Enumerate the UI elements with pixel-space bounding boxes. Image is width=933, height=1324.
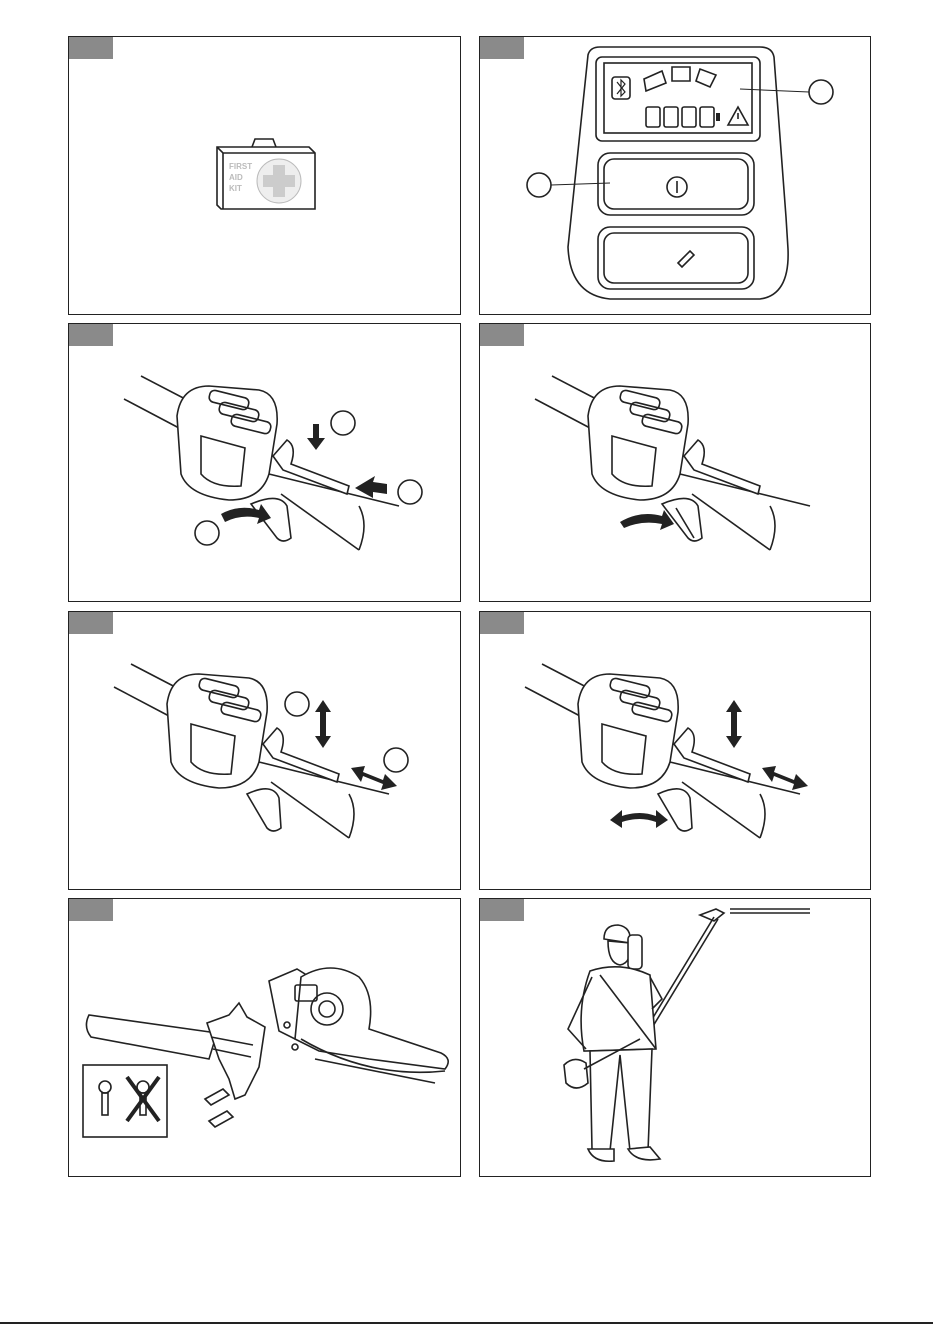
- boost-button: [598, 227, 754, 289]
- panel-handle-adjust: [68, 611, 461, 890]
- panel-handle-trigger-release: [479, 323, 871, 602]
- screw-detail-box: [83, 1065, 167, 1137]
- handle-adjust-all-illustration: [480, 612, 871, 890]
- first-aid-kit-illustration: FIRST AID KIT: [69, 37, 461, 315]
- panel-handle-mount: [68, 898, 461, 1177]
- panel-control-display: [479, 36, 871, 315]
- handle-mount-illustration: [69, 899, 461, 1177]
- callout-circle: [398, 480, 422, 504]
- panel-operator-stance: [479, 898, 871, 1177]
- kit-label-line-3: KIT: [229, 184, 242, 193]
- arrow-left-icon: [355, 476, 387, 498]
- arrow-rotate-icon: [610, 810, 668, 828]
- handle-trigger-illustration: [480, 324, 871, 602]
- callout-circle: [285, 692, 309, 716]
- panel-handle-adjust-all: [479, 611, 871, 890]
- panel-handle-lock-press: [68, 323, 461, 602]
- arrow-curve-icon: [620, 510, 674, 530]
- power-button: [598, 153, 754, 215]
- operator-illustration: [480, 899, 871, 1177]
- arrow-vertical-icon: [726, 700, 742, 748]
- callout-circle: [527, 173, 551, 197]
- callout-circle: [384, 748, 408, 772]
- kit-label-line-1: FIRST: [229, 162, 252, 171]
- handle-adjust-illustration: [69, 612, 461, 890]
- arrow-vertical-icon: [315, 700, 331, 748]
- callout-circle: [195, 521, 219, 545]
- control-display-illustration: [480, 37, 871, 315]
- callout-circle: [331, 411, 355, 435]
- callout-circle: [809, 80, 833, 104]
- kit-label-line-2: AID: [229, 173, 243, 182]
- arrow-down-icon: [307, 424, 325, 450]
- panel-first-aid-kit: FIRST AID KIT: [68, 36, 461, 315]
- handle-lock-illustration: [69, 324, 461, 602]
